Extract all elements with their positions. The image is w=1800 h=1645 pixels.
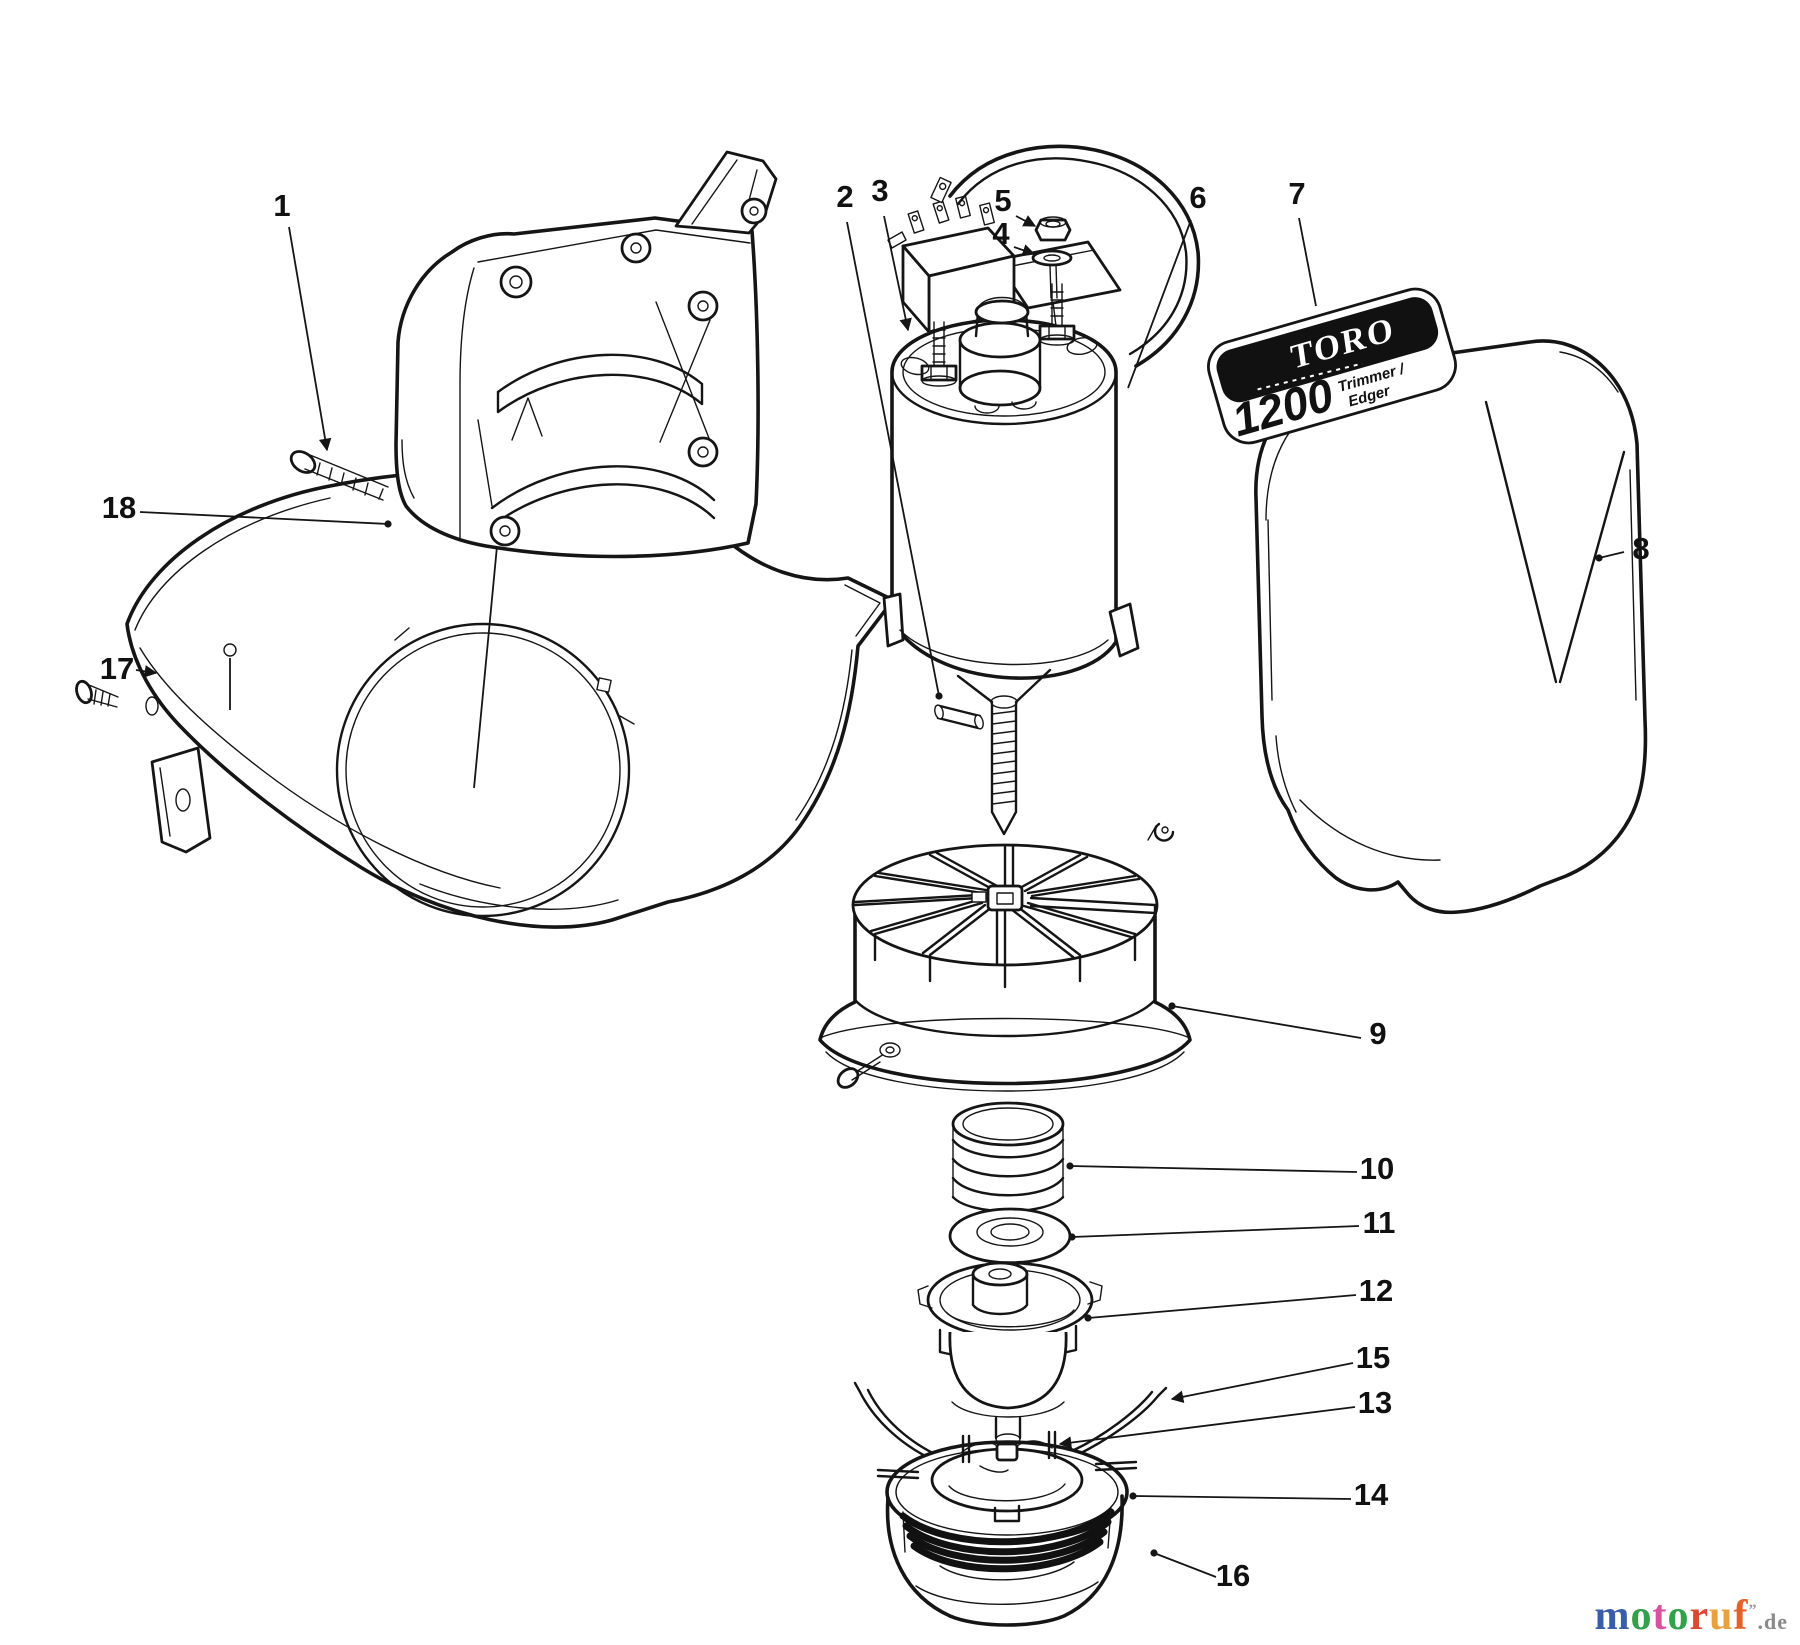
watermark-suffix: .de (1757, 1609, 1788, 1634)
callout-label-4: 4 (992, 216, 1010, 251)
badge-black-band (1216, 297, 1439, 403)
callout-label-14: 14 (1354, 1477, 1389, 1512)
watermark-tick: ” (1748, 1602, 1758, 1619)
fan-screw (836, 1042, 901, 1089)
callout-11: 11 (1068, 1205, 1396, 1241)
watermark-letter: u (1709, 1593, 1734, 1639)
callout-8: 8 (1595, 531, 1650, 566)
carrier-hub (971, 1261, 1029, 1316)
bracket-outline (394, 216, 760, 559)
callout-label-17: 17 (100, 651, 134, 686)
mounting-screw-1 (289, 450, 389, 501)
callout-16: 16 (1150, 1549, 1250, 1593)
callout-label-11: 11 (1363, 1205, 1396, 1240)
callout-10: 10 (1066, 1151, 1394, 1186)
callout-label-12: 12 (1359, 1273, 1393, 1308)
callouts: 1 2 3 4 5 6 7 8 (100, 173, 1650, 1593)
callout-13: 13 (1058, 1385, 1392, 1449)
badge-subtext-marks (1257, 362, 1363, 391)
model-badge: TORO 1200 Trimmer / Edger (1207, 287, 1457, 446)
fan-hub (971, 884, 1024, 912)
callout-15: 15 (1170, 1340, 1390, 1403)
handle-bracket (289, 150, 778, 559)
callout-12: 12 (1084, 1273, 1393, 1322)
switch-terminals (887, 195, 995, 249)
fan-blades (853, 845, 1157, 989)
callout-label-3: 3 (871, 173, 888, 208)
retainer-clip (1147, 822, 1175, 842)
shield-stud (596, 677, 612, 693)
wire-connector (930, 176, 952, 204)
motor-tab-right (1108, 602, 1140, 658)
shield-pin (223, 643, 237, 657)
watermark-letter: m (1594, 1593, 1631, 1639)
callout-label-6: 6 (1189, 180, 1206, 215)
terminal-washer-4 (1031, 249, 1073, 267)
callout-label-16: 16 (1216, 1558, 1250, 1593)
motor-terminal-bolt-left (920, 321, 958, 387)
bracket-bosses (489, 197, 768, 547)
watermark-letter: o (1630, 1593, 1653, 1639)
motor-slot-right (1066, 337, 1098, 355)
callout-label-5: 5 (994, 183, 1011, 218)
callout-label-2: 2 (836, 179, 853, 214)
wire-harness (948, 144, 1201, 368)
callout-5: 5 (994, 183, 1037, 227)
wound-line (899, 1507, 1115, 1573)
callout-3: 3 (871, 173, 912, 332)
shield-opening (335, 622, 631, 918)
drive-pin-2 (934, 704, 984, 730)
motor (882, 283, 1140, 836)
seal-washer (948, 1207, 1072, 1265)
watermark-letter: r (1689, 1593, 1710, 1639)
carrier-bell (948, 1331, 1068, 1410)
callout-14: 14 (1129, 1477, 1389, 1512)
callout-label-8: 8 (1632, 531, 1649, 566)
spool-spider (961, 1440, 1053, 1473)
terminal-nut-5 (1034, 216, 1072, 242)
callout-label-18: 18 (102, 490, 136, 525)
shield-hole (145, 696, 159, 716)
callout-17: 17 (100, 651, 158, 686)
mounting-plate (994, 240, 1122, 310)
callout-label-10: 10 (1360, 1151, 1394, 1186)
motor-slot-left (900, 356, 930, 376)
callout-1: 1 (273, 188, 332, 452)
callout-label-15: 15 (1356, 1340, 1390, 1375)
fan (818, 822, 1192, 1092)
shield-bracket-tab (150, 746, 212, 854)
callout-9: 9 (1168, 1002, 1387, 1051)
spool-carrier (917, 1261, 1103, 1445)
head-cup (885, 1494, 1124, 1627)
callout-18: 18 (102, 490, 392, 528)
watermark: motoruf”.de (1594, 1595, 1788, 1637)
motor-housing-cover (1254, 339, 1648, 915)
callout-4: 4 (992, 216, 1036, 257)
spring (951, 1101, 1065, 1213)
housing-outline (1254, 339, 1648, 915)
motor-tab-left (882, 592, 905, 648)
motor-shaft (956, 668, 1052, 836)
deflector-shield (75, 461, 895, 929)
callout-7: 7 (1288, 176, 1317, 307)
callout-2: 2 (836, 179, 943, 700)
callout-6: 6 (1127, 180, 1207, 389)
watermark-letter: f (1733, 1593, 1749, 1639)
shield-screw-17 (75, 679, 119, 708)
callout-label-1: 1 (273, 188, 290, 223)
trimmer-head (853, 1381, 1168, 1627)
watermark-letter: o (1667, 1593, 1690, 1639)
watermark-letter: t (1652, 1593, 1668, 1639)
callout-label-13: 13 (1358, 1385, 1392, 1420)
callout-label-7: 7 (1288, 176, 1305, 211)
callout-label-9: 9 (1369, 1016, 1386, 1051)
